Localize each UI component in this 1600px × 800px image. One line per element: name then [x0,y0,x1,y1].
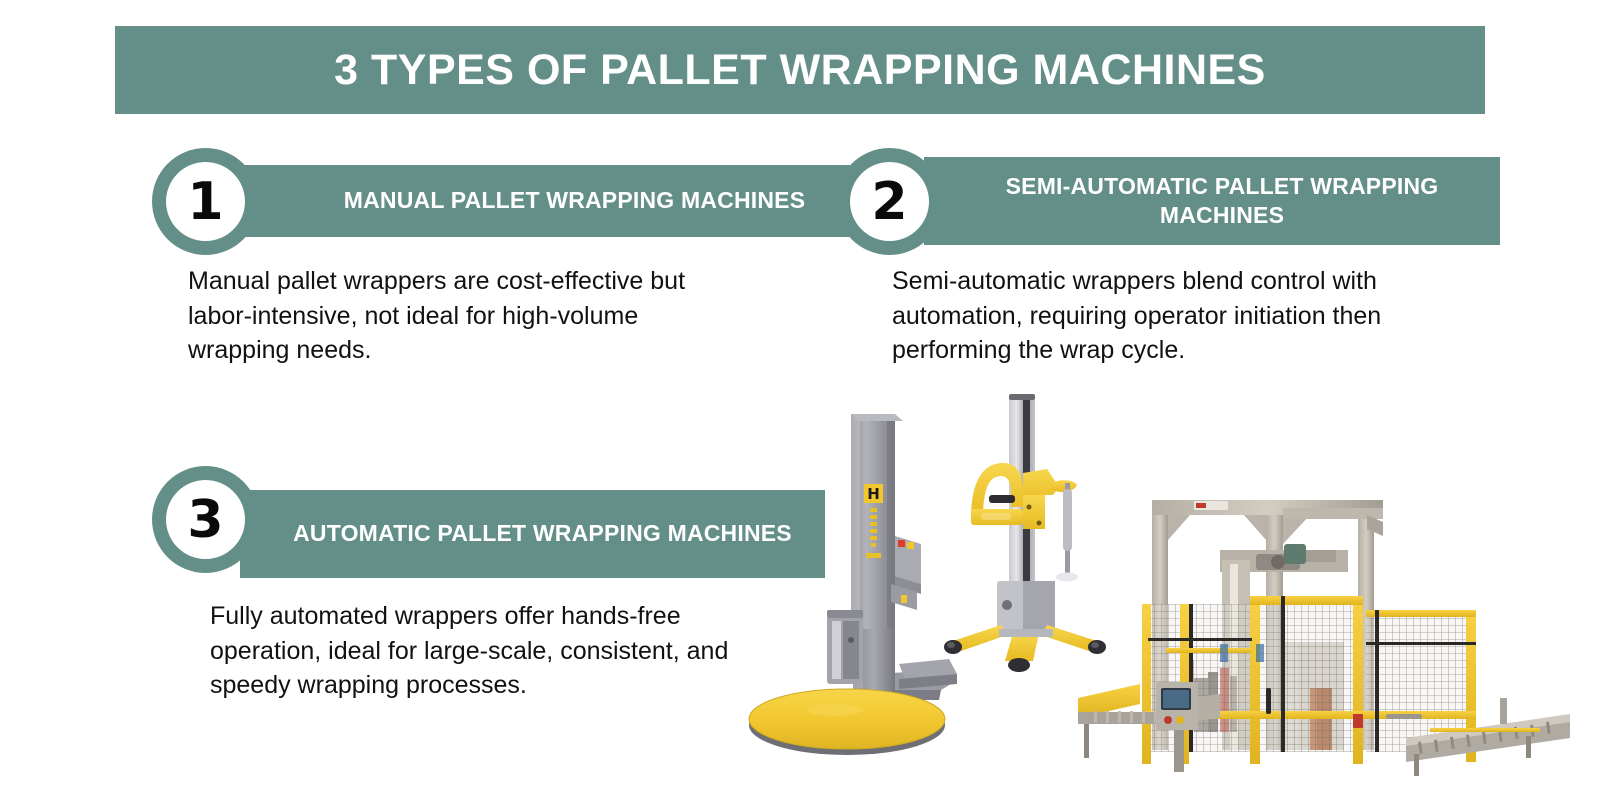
badge-inner-circle-3: 3 [166,480,245,559]
section-heading-1: MANUAL PALLET WRAPPING MACHINES [343,187,806,214]
section-heading-3: AUTOMATIC PALLET WRAPPING MACHINES [293,520,792,547]
svg-text:H: H [867,485,880,503]
automatic-wrapping-line-icon [1078,500,1570,776]
section-body-3: Fully automated wrappers offer hands-fre… [210,602,729,699]
section-number-1: 1 [187,171,224,232]
badge-inner-circle-1: 1 [166,162,245,241]
section-number-2: 2 [871,171,908,232]
section-body-1: Manual pallet wrappers are cost-effectiv… [188,267,686,364]
badge-inner-circle-2: 2 [850,162,929,241]
section-number-badge-2: 2 [836,148,943,255]
page-title: 3 TYPES OF PALLET WRAPPING MACHINES [334,45,1266,94]
mobile-manual-wrapper-icon [944,394,1106,672]
page-title-bar: 3 TYPES OF PALLET WRAPPING MACHINES [115,26,1485,114]
section-body-2: Semi-automatic wrappers blend control wi… [892,267,1382,364]
section-heading-bar-1: MANUAL PALLET WRAPPING MACHINES [240,165,889,237]
section-heading-bar-2: SEMI-AUTOMATIC PALLET WRAPPING MACHINES [924,157,1500,245]
section-number-badge-3: 3 [152,466,259,573]
section-heading-bar-3: AUTOMATIC PALLET WRAPPING MACHINES [240,490,825,578]
section-number-3: 3 [187,489,224,550]
section-heading-2: SEMI-AUTOMATIC PALLET WRAPPING MACHINES [1005,172,1439,228]
section-number-badge-1: 1 [152,148,259,255]
turntable-stretch-wrapper-icon: H [748,414,957,755]
